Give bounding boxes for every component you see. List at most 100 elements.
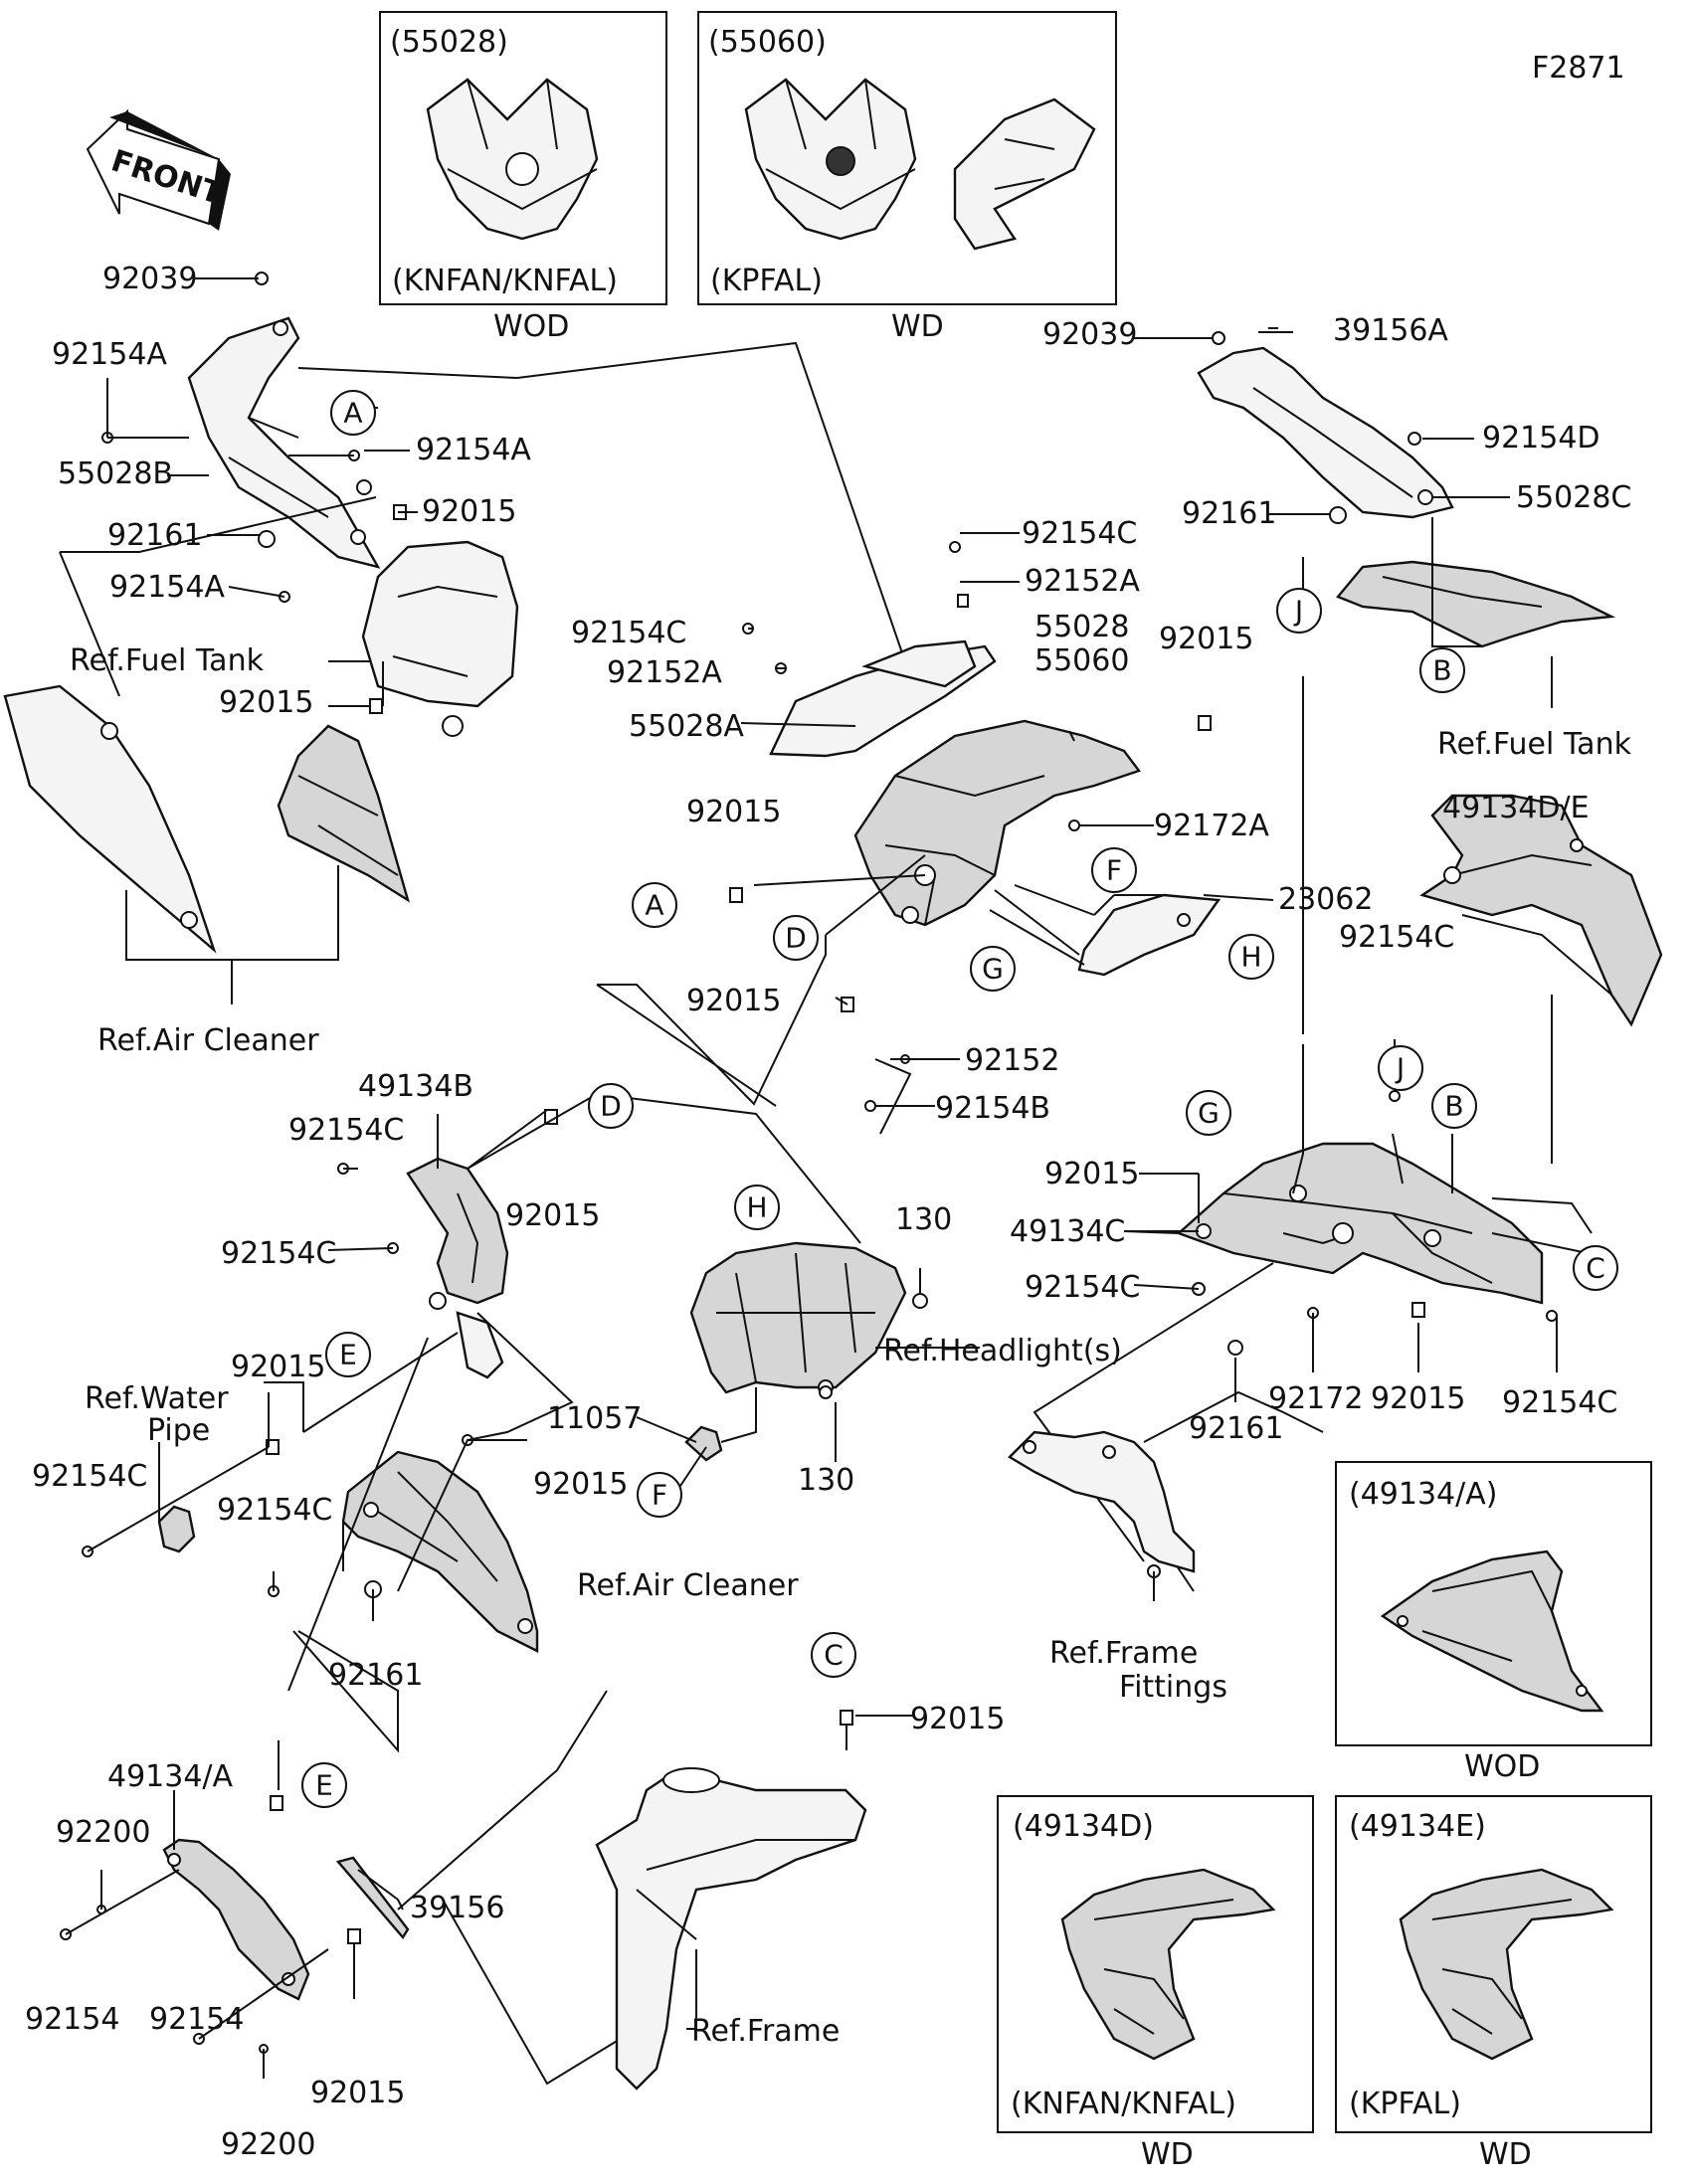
part-label: 92154C [1022,516,1137,551]
inset-55060-part: (55060) [708,25,827,60]
part-label: 39156A [1333,313,1448,348]
part-label: 49134D/E [1442,791,1590,825]
part-label: 92152A [1025,564,1140,599]
part-label: 92161 [328,1658,423,1693]
part-label: 130 [798,1463,854,1498]
inset-49134a-part: (49134/A) [1349,1477,1497,1512]
svg-text:J: J [1395,1052,1405,1085]
callout-a-1: A [330,390,376,436]
part-label: 55028 [1034,610,1129,644]
inset-49134d-variant: WD [1141,2137,1194,2172]
ref-label: Fittings [1119,1670,1227,1705]
part-label: 92154A [109,570,225,605]
callout-d-2: D [588,1083,634,1129]
svg-text:G: G [982,953,1004,986]
svg-text:G: G [1198,1097,1220,1130]
svg-text:C: C [1586,1252,1605,1285]
svg-text:B: B [1444,1090,1463,1123]
ref-label: Ref.Frame [691,2014,840,2049]
part-label: 92015 [219,685,313,720]
inset-49134d: (49134D) (KNFAN/KNFAL) WD [997,1795,1314,2172]
part-label: 55028C [1516,480,1631,515]
part-label: 92152A [607,655,722,690]
part-label: 92154C [221,1236,336,1271]
part-label: 55028A [629,709,744,744]
callout-e-1: E [325,1332,371,1377]
part-label: 92015 [910,1702,1005,1736]
svg-text:D: D [600,1090,622,1123]
ref-label: Ref.Frame [1049,1636,1198,1671]
front-arrow-icon: FRONT [86,108,231,231]
part-label: 92154C [1025,1270,1140,1305]
part-label: 92039 [1042,317,1137,352]
ref-label: Ref.Fuel Tank [70,643,265,678]
callout-c-1: C [1573,1245,1618,1291]
ref-label: Ref.Fuel Tank [1437,727,1632,762]
callout-h-1: H [1228,934,1274,980]
part-label: 55028B [58,456,173,491]
callout-g-1: G [970,946,1016,992]
inset-49134e-variant: WD [1479,2137,1532,2172]
part-label: 92015 [533,1467,628,1502]
part-label: 92154 [149,2002,244,2037]
part-label: 92154C [32,1459,147,1494]
callout-e-2: E [301,1762,347,1808]
part-label: 92015 [1159,622,1253,656]
part-label: 92200 [221,2127,315,2162]
svg-text:A: A [343,397,362,430]
part-label: 92015 [1044,1157,1139,1191]
svg-text:H: H [746,1191,767,1224]
part-label: 92154C [288,1113,404,1148]
inset-55028: (55028) (KNFAN/KNFAL) WOD [379,11,667,344]
callout-j-2: J [1378,1045,1423,1091]
part-label: 92161 [1189,1411,1283,1446]
part-label: 92154A [52,337,167,372]
ref-label: Ref.Headlight(s) [883,1334,1122,1368]
part-label: 92039 [102,262,197,296]
inset-49134e: (49134E) (KPFAL) WD [1335,1795,1652,2172]
part-label: 49134/A [107,1759,234,1794]
part-label: 92154C [1502,1385,1617,1420]
part-label: 92015 [1371,1381,1465,1416]
part-label: 92154C [217,1493,332,1528]
inset-55060-variant: WD [891,309,944,344]
part-label: 92154C [1339,920,1454,955]
ref-label: Ref.Air Cleaner [97,1023,319,1058]
part-label: 92172A [1154,809,1269,843]
svg-text:F: F [652,1479,667,1512]
inset-49134e-part: (49134E) [1349,1809,1486,1844]
inset-55028-part: (55028) [390,25,508,60]
part-label: 55060 [1034,643,1129,678]
svg-text:H: H [1240,941,1261,974]
part-label: 39156 [410,1891,504,1925]
inset-49134d-part: (49134D) [1013,1809,1154,1844]
svg-text:J: J [1293,595,1303,628]
callout-f-1: F [1091,847,1137,893]
ref-label: Ref.Water [85,1381,229,1416]
callout-j-1: J [1276,588,1322,634]
callout-b-1: B [1419,647,1465,693]
callout-f-2: F [637,1472,682,1518]
svg-text:E: E [339,1339,357,1371]
callout-b-2: B [1431,1083,1477,1129]
part-label: 92172 [1268,1381,1363,1416]
part-label: 92154D [1482,421,1600,455]
part-label: 49134B [358,1069,473,1104]
ref-label: Ref.Air Cleaner [577,1568,799,1603]
part-label: 92154C [571,616,686,650]
svg-text:A: A [645,889,663,922]
part-label: 92015 [505,1198,600,1233]
part-label: 11057 [547,1401,642,1436]
part-label: 23062 [1278,882,1373,917]
part-label: 92015 [422,494,516,529]
part-label: 130 [895,1202,952,1237]
part-label: 92154 [25,2002,119,2037]
part-label: 92200 [56,1815,150,1850]
inset-49134e-model: (KPFAL) [1349,2087,1461,2121]
part-label: 92015 [231,1350,325,1384]
callout-a-2: A [632,882,677,928]
part-labels: 92039 92154A 55028B 92161 92154A 92154A … [25,262,1631,2162]
inset-55028-variant: WOD [493,309,569,344]
callout-d-1: D [773,915,819,961]
